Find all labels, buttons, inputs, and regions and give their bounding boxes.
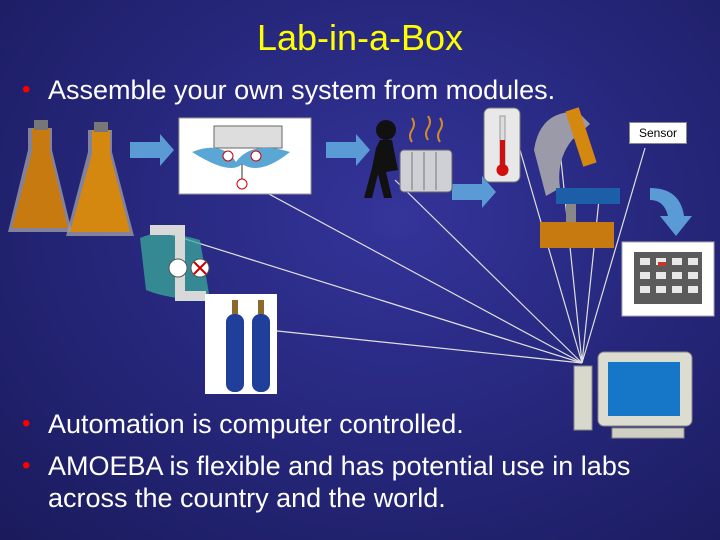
chip-icon — [621, 241, 715, 317]
bullet-item: • Assemble your own system from modules. — [22, 74, 668, 106]
valve-icon — [140, 225, 210, 301]
bullet-dot: • — [22, 410, 31, 437]
bullet-dot: • — [22, 452, 31, 479]
pump-icon — [178, 117, 312, 195]
arrow-icon — [130, 134, 174, 166]
flask-icon — [8, 120, 72, 232]
bullet-dot: • — [22, 76, 31, 103]
microscope-icon — [534, 107, 620, 248]
gas-tank-icon — [205, 294, 277, 394]
bullet-item: • Automation is computer controlled. — [22, 408, 668, 440]
sensor-label: Sensor — [629, 122, 687, 144]
person-heater-icon — [364, 115, 453, 198]
arrow-icon — [326, 134, 370, 166]
thermometer-icon — [483, 107, 521, 183]
computer-icon — [573, 351, 693, 439]
bullet-text: AMOEBA is flexible and has potential use… — [48, 451, 631, 513]
slide-title: Lab-in-a-Box — [256, 17, 464, 58]
arrow-icon — [650, 188, 692, 236]
bullet-text: Assemble your own system from modules. — [48, 75, 556, 105]
arrow-icon — [452, 176, 496, 208]
bullet-text: Automation is computer controlled. — [48, 409, 464, 439]
bullet-item: • AMOEBA is flexible and has potential us… — [22, 450, 668, 514]
flask-icon — [66, 122, 134, 236]
connection-lines — [149, 147, 646, 364]
